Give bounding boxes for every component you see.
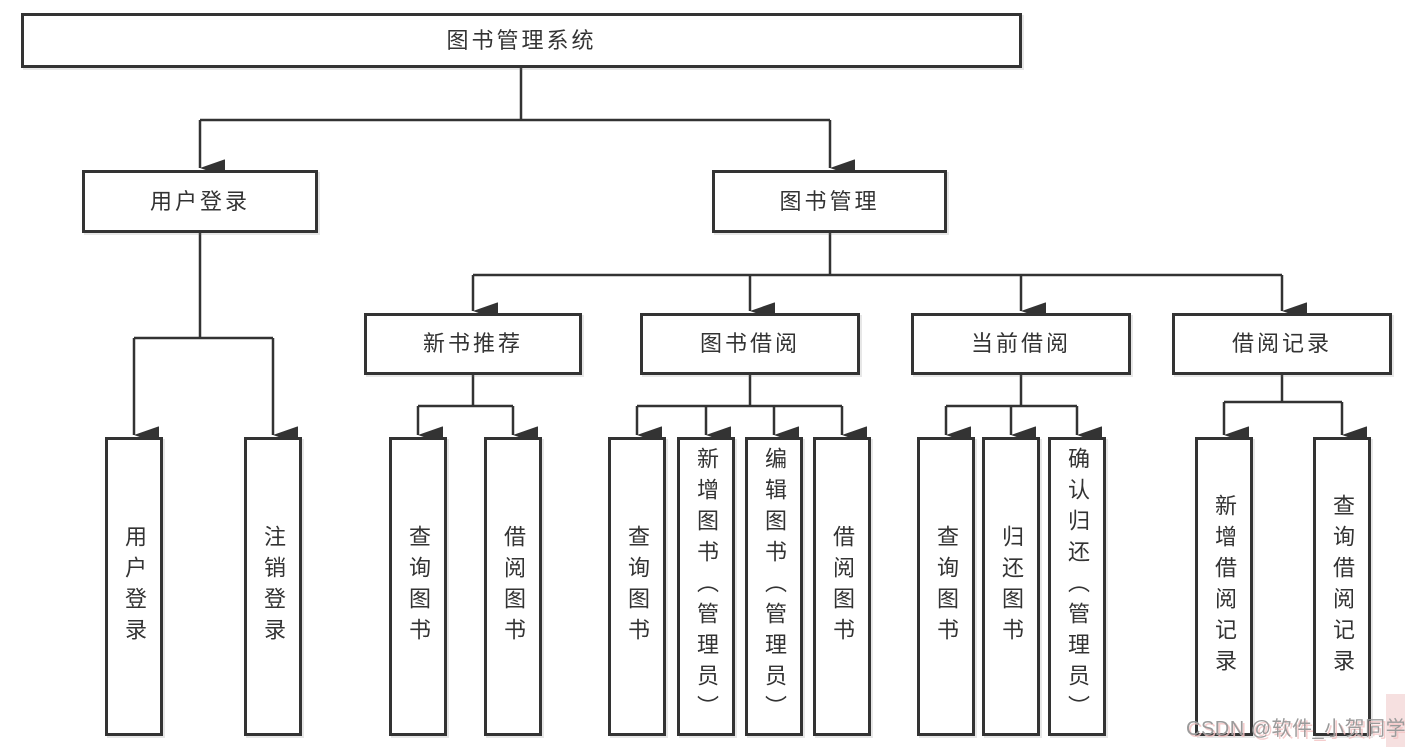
leaf-edit-books-admin: 编辑图书（管理员） xyxy=(745,437,803,736)
leaf-add-books-admin: 新增图书（管理员） xyxy=(677,437,735,736)
watermark-tint xyxy=(1386,694,1405,747)
node-book-borrow: 图书借阅 xyxy=(640,313,860,375)
node-current-borrow: 当前借阅 xyxy=(911,313,1131,375)
node-label: 借阅图书 xyxy=(830,524,855,649)
node-label: 新增借阅记录 xyxy=(1212,493,1237,680)
node-label: 图书借阅 xyxy=(699,331,800,356)
node-borrow-records: 借阅记录 xyxy=(1172,313,1392,375)
leaf-confirm-return-admin: 确认归还（管理员） xyxy=(1048,437,1106,736)
node-label: 查询图书 xyxy=(625,524,650,649)
node-label: 注销登录 xyxy=(261,524,286,649)
node-label: 当前借阅 xyxy=(970,331,1071,356)
node-label: 用户登录 xyxy=(122,524,147,649)
node-label: 图书管理 xyxy=(779,188,880,214)
node-book-management: 图书管理 xyxy=(712,170,947,233)
leaf-query-books: 查询图书 xyxy=(389,437,447,736)
leaf-borrow-books: 借阅图书 xyxy=(484,437,542,736)
node-label: 编辑图书（管理员） xyxy=(762,447,787,726)
node-label: 查询借阅记录 xyxy=(1330,493,1355,680)
csdn-watermark: CSDN @软件_小贺同学 xyxy=(1186,718,1405,740)
node-label: 查询图书 xyxy=(934,524,959,649)
node-label: 新增图书（管理员） xyxy=(694,447,719,726)
node-library-management-system: 图书管理系统 xyxy=(21,13,1022,68)
leaf-borrow-books: 借阅图书 xyxy=(813,437,871,736)
node-user-login: 用户登录 xyxy=(82,170,318,233)
node-label: 归还图书 xyxy=(999,524,1024,649)
node-label: 查询图书 xyxy=(406,524,431,649)
node-label: 借阅记录 xyxy=(1231,331,1332,356)
node-new-book-recommend: 新书推荐 xyxy=(364,313,582,375)
node-label: 借阅图书 xyxy=(501,524,526,649)
node-label: 新书推荐 xyxy=(422,331,523,356)
leaf-query-books: 查询图书 xyxy=(917,437,975,736)
leaf-add-borrow-record: 新增借阅记录 xyxy=(1195,437,1253,736)
leaf-query-borrow-record: 查询借阅记录 xyxy=(1313,437,1371,736)
leaf-query-books: 查询图书 xyxy=(608,437,666,736)
leaf-return-books: 归还图书 xyxy=(982,437,1040,736)
leaf-user-login: 用户登录 xyxy=(105,437,163,736)
node-label: 图书管理系统 xyxy=(446,27,597,53)
node-label: 确认归还（管理员） xyxy=(1065,447,1090,726)
node-label: 用户登录 xyxy=(149,188,250,214)
leaf-logout: 注销登录 xyxy=(244,437,302,736)
